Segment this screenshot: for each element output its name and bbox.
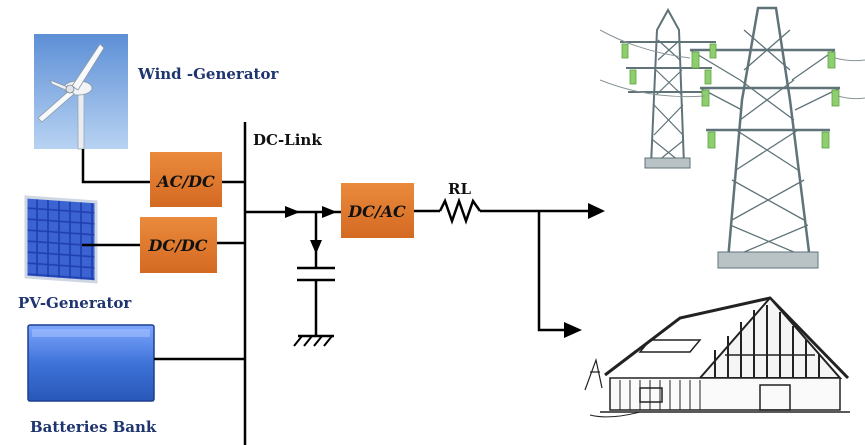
ac-dc-label: AC/DC — [155, 172, 215, 191]
pv-generator-label: PV-Generator — [18, 294, 132, 312]
pv-panel-image — [24, 195, 98, 284]
insulators — [621, 43, 840, 149]
rl-label: RL — [448, 180, 471, 198]
house-image — [584, 296, 850, 418]
current-arrow-1 — [285, 206, 300, 218]
wind-generator-label: Wind -Generator — [137, 65, 279, 83]
wind-to-acdc-wire — [81, 149, 150, 184]
current-arrow-2 — [322, 206, 337, 218]
grid-arrow — [588, 203, 605, 219]
batteries-bank-image — [27, 324, 155, 402]
dc-link-label: DC-Link — [253, 131, 322, 149]
power-lines — [599, 29, 865, 100]
wind-generator-image — [34, 34, 128, 150]
dc-ac-converter: DC/AC — [341, 183, 414, 238]
rl-resistor-symbol — [438, 197, 482, 225]
dc-ac-label: DC/AC — [347, 202, 406, 221]
house-arrow — [564, 322, 582, 338]
dc-dc-converter: DC/DC — [140, 217, 217, 273]
dc-dc-label: DC/DC — [147, 236, 207, 255]
transmission-towers-image — [620, 6, 841, 269]
ground-symbol — [293, 334, 334, 347]
branch-to-house-wire — [537, 211, 565, 332]
batteries-bank-label: Batteries Bank — [30, 418, 157, 436]
capacitor-current-arrow — [310, 240, 322, 254]
ac-dc-converter: AC/DC — [150, 152, 222, 207]
